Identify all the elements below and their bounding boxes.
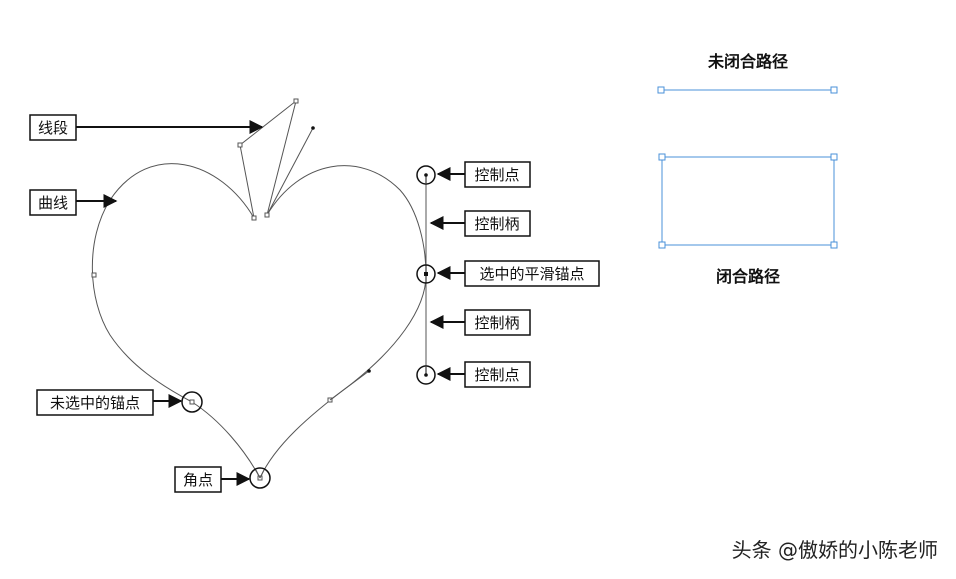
label-curve: 曲线 xyxy=(29,189,118,216)
closed-path-title: 闭合路径 xyxy=(716,267,780,286)
control-dot xyxy=(367,369,371,373)
anchor-square xyxy=(830,86,838,94)
segment-line-right xyxy=(266,127,314,216)
anchor-square xyxy=(189,399,195,405)
label-control-point-top-text: 控制点 xyxy=(474,166,519,184)
label-control-handle-bottom-text: 控制柄 xyxy=(474,314,519,332)
label-corner-text: 角点 xyxy=(183,471,213,489)
closed-path-rect xyxy=(661,156,835,246)
anchor-square xyxy=(657,86,665,94)
watermark-text: 头条 @傲娇的小陈老师 xyxy=(732,538,938,562)
label-segment-text: 线段 xyxy=(38,119,68,137)
open-path-example: 未闭合路径 xyxy=(657,52,838,94)
label-control-point-bottom-text: 控制点 xyxy=(474,366,519,384)
anchor-square xyxy=(251,215,257,221)
label-unselected-anchor: 未选中的锚点 xyxy=(36,389,183,416)
anchor-square xyxy=(264,212,270,218)
anchor-square xyxy=(830,153,838,161)
label-selected-smooth-anchor-text: 选中的平滑锚点 xyxy=(479,265,584,283)
label-control-point-top: 控制点 xyxy=(436,161,531,188)
label-unselected-anchor-text: 未选中的锚点 xyxy=(50,394,140,412)
selected-anchor-group xyxy=(416,165,436,385)
anchor-square xyxy=(91,272,97,278)
label-corner: 角点 xyxy=(174,466,251,493)
label-control-handle-top: 控制柄 xyxy=(429,210,531,237)
anchor-square xyxy=(830,241,838,249)
anchor-square xyxy=(237,142,243,148)
label-segment: 线段 xyxy=(29,114,264,141)
anchor-square xyxy=(658,153,666,161)
control-dot xyxy=(311,126,315,130)
heart-right-curve xyxy=(259,165,427,479)
label-curve-text: 曲线 xyxy=(38,194,68,212)
segment-polyline-left xyxy=(239,99,297,219)
open-path-title: 未闭合路径 xyxy=(707,52,788,71)
label-control-handle-bottom: 控制柄 xyxy=(429,309,531,336)
closed-path-example: 闭合路径 xyxy=(658,153,838,286)
bottom-right-handle xyxy=(329,370,370,401)
label-control-handle-top-text: 控制柄 xyxy=(474,215,519,233)
heart-path xyxy=(91,163,427,479)
anchor-square xyxy=(293,98,299,104)
label-control-point-bottom: 控制点 xyxy=(436,361,531,388)
label-selected-smooth-anchor: 选中的平滑锚点 xyxy=(436,260,600,287)
heart-left-curve xyxy=(91,163,261,479)
segment-lines xyxy=(237,98,315,221)
anchor-square xyxy=(658,241,666,249)
